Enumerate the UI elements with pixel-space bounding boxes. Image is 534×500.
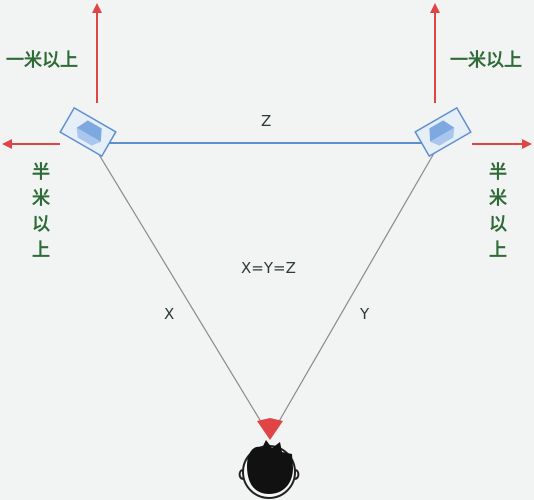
right-side-label-char-1: 半 [489,161,507,183]
right-side-label-char-2: 米 [489,187,508,209]
z-label: Z [261,112,271,130]
x-line [94,147,267,431]
x-arrowhead [257,418,270,440]
y-line [273,147,438,431]
left-side-label-char-1: 半 [32,161,50,183]
top-right-label: 一米以上 [450,49,522,71]
left-side-label-char-3: 以 [32,214,50,235]
left-speaker-icon [59,106,117,158]
left-side-label-char-2: 米 [32,187,51,209]
y-arrowhead [270,418,283,440]
right-speaker-icon [414,106,472,158]
equation-label: X=Y=Z [241,259,296,277]
right-side-label-char-4: 上 [489,240,507,261]
top-left-label: 一米以上 [6,49,78,71]
x-label: X [164,305,174,323]
right-side-label-char-3: 以 [489,214,507,235]
listener-head-icon [238,440,300,499]
left-side-label-char-4: 上 [32,240,50,261]
y-label: Y [359,305,370,323]
